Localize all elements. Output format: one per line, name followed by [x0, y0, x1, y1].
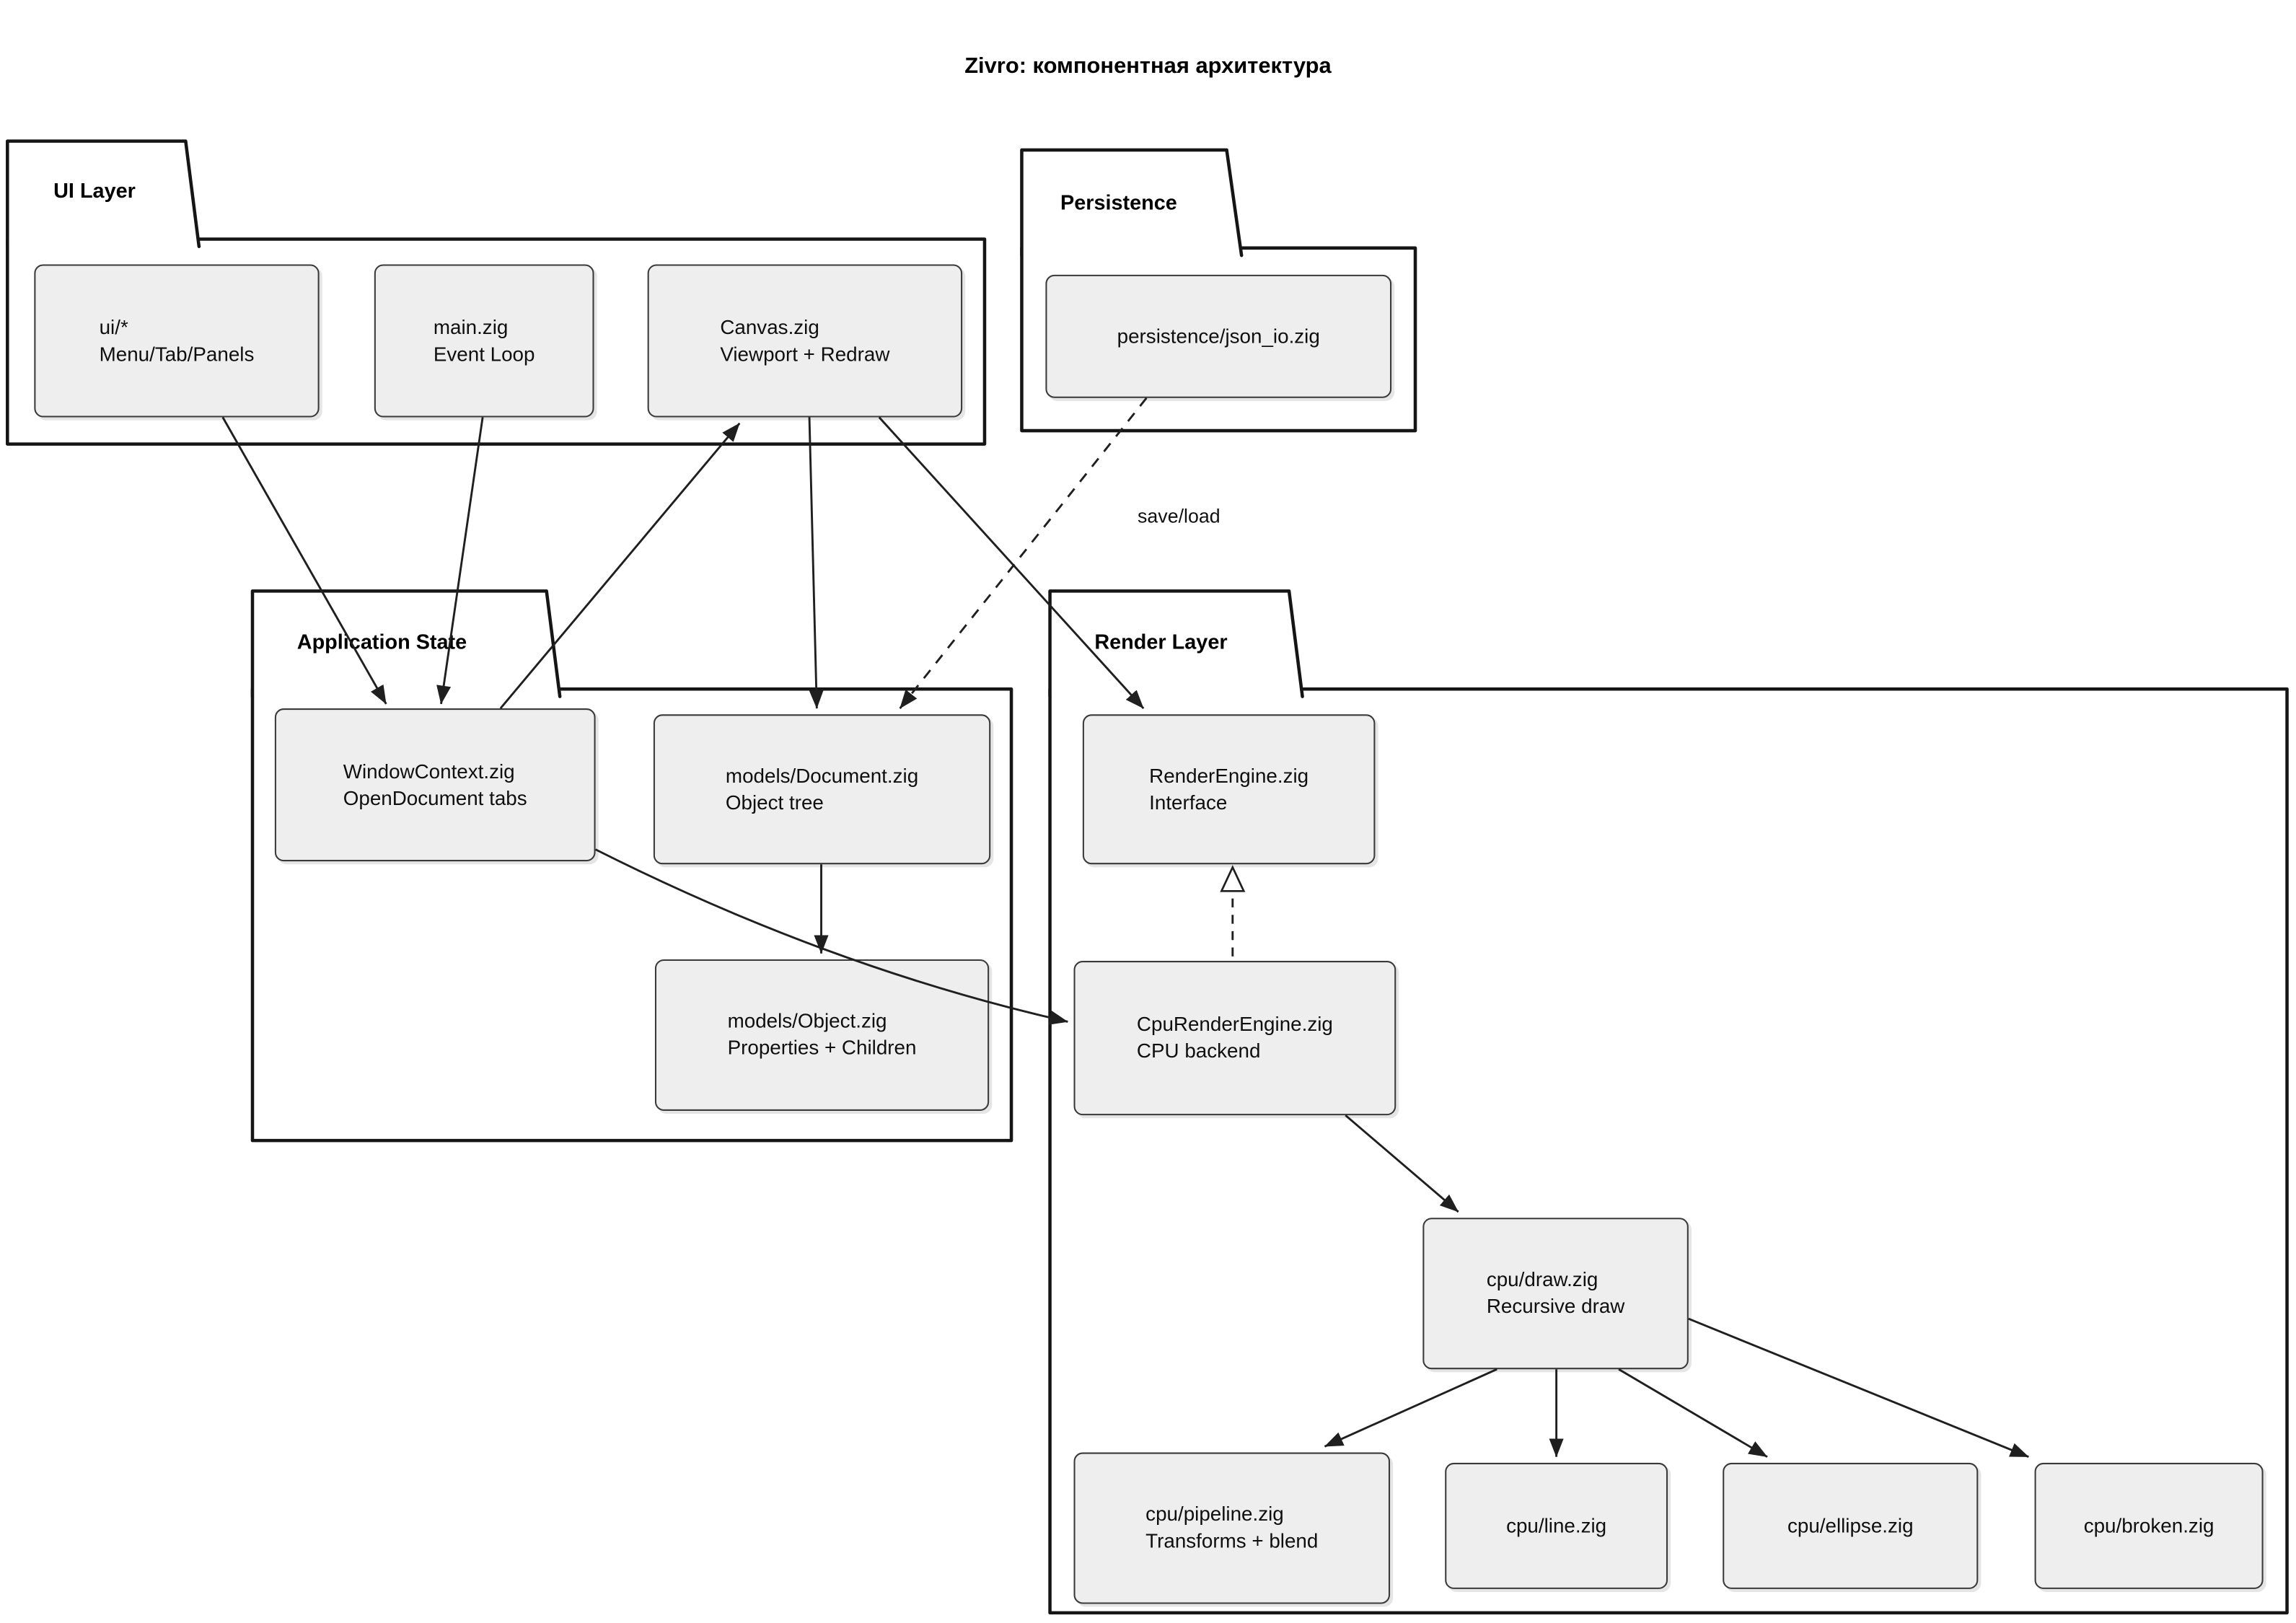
- node-ui-star: ui/* Menu/Tab/Panels: [34, 264, 320, 418]
- node-main-line2: Event Loop: [433, 342, 535, 365]
- package-ui-layer-title: UI Layer: [53, 178, 136, 202]
- edge-ui-star-to-window-context: [221, 416, 387, 705]
- node-pipeline-line1: cpu/pipeline.zig: [1145, 1503, 1284, 1526]
- edge-draw-to-broken: [1688, 1317, 2029, 1459]
- node-canvas: Canvas.zig Viewport + Redraw: [647, 264, 963, 418]
- node-pipeline-line2: Transforms + blend: [1145, 1529, 1319, 1552]
- node-object-line2: Properties + Children: [727, 1037, 917, 1059]
- page-title: Zivro: компонентная архитектура: [964, 53, 1332, 79]
- edge-label-save-load: save/load: [1138, 504, 1220, 527]
- node-canvas-line2: Viewport + Redraw: [720, 342, 890, 365]
- node-window-context-line1: WindowContext.zig: [343, 760, 515, 783]
- node-ui-star-line2: Menu/Tab/Panels: [99, 342, 255, 365]
- node-broken: cpu/broken.zig: [2034, 1462, 2264, 1589]
- node-document: models/Document.zig Object tree: [653, 714, 991, 865]
- package-ui-layer-tab: [6, 139, 201, 249]
- edge-main-to-window-context: [436, 417, 484, 705]
- node-render-engine-line2: Interface: [1149, 791, 1228, 814]
- node-cpu-render-engine-line1: CpuRenderEngine.zig: [1136, 1013, 1333, 1036]
- node-main-line1: main.zig: [433, 315, 509, 338]
- node-cpu-render-engine: CpuRenderEngine.zig CPU backend: [1073, 961, 1396, 1116]
- edge-draw-to-pipeline: [1324, 1368, 1497, 1448]
- node-window-context-line2: OpenDocument tabs: [343, 786, 527, 809]
- node-broken-line1: cpu/broken.zig: [2083, 1514, 2214, 1537]
- edge-window-context-to-cpu-render-engine: [594, 848, 1068, 1025]
- node-window-context: WindowContext.zig OpenDocument tabs: [274, 708, 596, 862]
- node-render-engine: RenderEngine.zig Interface: [1082, 714, 1376, 865]
- node-canvas-line1: Canvas.zig: [720, 315, 819, 338]
- node-document-line1: models/Document.zig: [725, 764, 919, 787]
- package-app-state-tab: [250, 589, 562, 698]
- node-draw-line2: Recursive draw: [1486, 1295, 1625, 1318]
- node-ui-star-line1: ui/*: [99, 315, 128, 338]
- node-main: main.zig Event Loop: [374, 264, 594, 418]
- edge-draw-to-ellipse: [1618, 1368, 1768, 1458]
- edge-canvas-to-render-engine: [878, 416, 1145, 710]
- node-draw-line1: cpu/draw.zig: [1486, 1268, 1598, 1291]
- edge-canvas-to-document: [808, 417, 824, 709]
- package-render-layer-title: Render Layer: [1094, 629, 1228, 654]
- realization-triangle-icon: [1220, 865, 1246, 892]
- node-object-line1: models/Object.zig: [727, 1010, 887, 1033]
- node-ellipse-line1: cpu/ellipse.zig: [1787, 1514, 1914, 1537]
- node-line: cpu/line.zig: [1445, 1462, 1668, 1589]
- package-app-state-title: Application State: [296, 629, 467, 654]
- node-pipeline: cpu/pipeline.zig Transforms + blend: [1073, 1452, 1391, 1604]
- edge-window-context-to-canvas: [499, 422, 741, 709]
- node-json-io: persistence/json_io.zig: [1045, 274, 1392, 398]
- node-line-line1: cpu/line.zig: [1506, 1514, 1607, 1537]
- node-cpu-render-engine-line2: CPU backend: [1136, 1039, 1261, 1063]
- node-object: models/Object.zig Properties + Children: [654, 959, 990, 1111]
- node-render-engine-line1: RenderEngine.zig: [1149, 764, 1309, 787]
- package-render-layer-tab: [1048, 589, 1304, 698]
- node-draw: cpu/draw.zig Recursive draw: [1422, 1218, 1689, 1370]
- edge-cpu-render-engine-to-draw: [1345, 1114, 1459, 1213]
- node-json-io-line1: persistence/json_io.zig: [1117, 325, 1320, 347]
- package-persistence-title: Persistence: [1060, 190, 1177, 214]
- edge-json-io-to-document: [899, 397, 1148, 709]
- node-document-line2: Object tree: [725, 791, 824, 814]
- node-ellipse: cpu/ellipse.zig: [1723, 1462, 1979, 1589]
- package-persistence-tab: [1020, 148, 1244, 258]
